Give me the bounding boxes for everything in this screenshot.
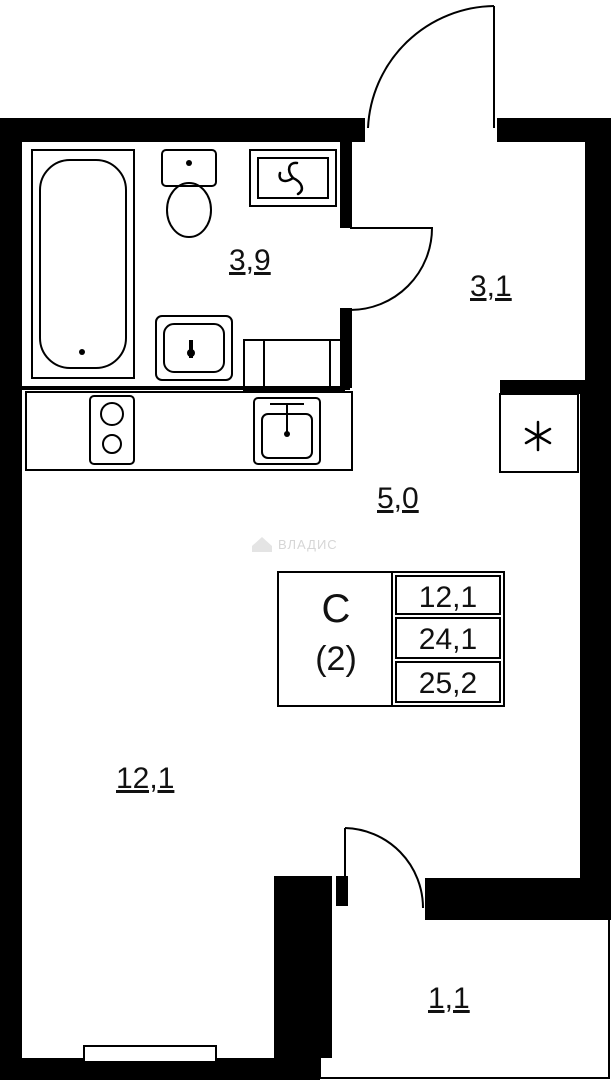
boiler-box: [249, 149, 337, 207]
left-wall: [0, 118, 22, 1080]
kitchen-area-label: 5,0: [377, 482, 419, 515]
summary-total-area: 24,1: [419, 623, 477, 656]
bathroom-sink-inner: [163, 323, 225, 373]
kitchen-sink-outer: [253, 397, 321, 465]
summary-table: [277, 571, 505, 707]
washing-machine: [243, 339, 345, 391]
balcony-door-jamb: [336, 876, 348, 906]
bathroom-sink: [155, 315, 233, 381]
balcony-door[interactable]: [344, 827, 424, 909]
summary-row-2: [395, 617, 501, 659]
outer-walls: [0, 118, 611, 1080]
bathroom-wall-fill-b: [340, 308, 352, 388]
fan-icon: [278, 161, 304, 196]
boiler-outer: [249, 149, 337, 207]
balcony-area-label: 1,1: [428, 982, 470, 1015]
summary-row-3: [395, 661, 501, 703]
hall-area-label: 3,1: [470, 270, 512, 303]
summary-table-right-cell: [391, 571, 505, 707]
bathroom-door-arc: [349, 227, 434, 311]
vent-shaft: [499, 393, 579, 473]
watermark-house-icon: [252, 537, 272, 552]
boiler-inner: [257, 157, 329, 199]
bathroom-wall-fill-a: [340, 142, 352, 228]
kitchen-counter-outline: [25, 391, 353, 471]
stove-burner-bottom: [102, 434, 122, 454]
toilet-button: [186, 160, 192, 166]
kitchen-sink: [253, 397, 321, 465]
toilet-tank: [161, 149, 217, 187]
entrance-door[interactable]: [367, 5, 495, 129]
toilet: [161, 149, 217, 238]
vent-shaft-top: [500, 380, 585, 394]
right-wall-middle: [580, 380, 611, 880]
summary-type-letter: С: [322, 587, 351, 631]
kitchen-sink-drain: [284, 431, 290, 437]
stove: [89, 395, 135, 465]
bottom-wall-left: [0, 1058, 320, 1080]
toilet-bowl: [166, 182, 212, 238]
top-wall-left: [0, 118, 365, 142]
watermark: ВЛАДИС: [252, 537, 338, 552]
bottom-window: [83, 1045, 217, 1063]
summary-room-count: (2): [315, 640, 357, 678]
summary-total-with-balcony: 25,2: [419, 667, 477, 700]
stove-body: [89, 395, 135, 465]
balcony-border: [319, 918, 610, 1079]
bathtub-outer: [31, 149, 135, 379]
living-area-label: 12,1: [116, 762, 174, 795]
kitchen-sink-tap: [270, 403, 304, 432]
balcony-outline: [319, 918, 610, 1079]
bathtub: [31, 149, 135, 379]
bathtub-inner: [39, 159, 127, 369]
balcony-stub-wall-b: [300, 905, 320, 1080]
right-wall-upper: [585, 118, 611, 380]
balcony-top-wall: [425, 878, 611, 920]
asterisk-icon: [524, 420, 552, 452]
entrance-door-arc: [367, 5, 495, 129]
summary-row-1: [395, 575, 501, 615]
bathtub-drain: [79, 349, 85, 355]
kitchen-counter: [25, 391, 353, 471]
watermark-text: ВЛАДИС: [278, 537, 338, 552]
summary-living-area: 12,1: [419, 581, 477, 614]
bathroom-area-label: 3,9: [229, 244, 271, 277]
bathroom-door[interactable]: [349, 227, 434, 311]
washing-machine-body: [243, 339, 345, 391]
bathroom-sink-outer: [155, 315, 233, 381]
bathroom-sink-tap: [189, 340, 193, 358]
bathroom-partitions: [22, 142, 350, 390]
balcony-door-arc: [344, 827, 424, 909]
stove-burner-top: [100, 402, 124, 426]
